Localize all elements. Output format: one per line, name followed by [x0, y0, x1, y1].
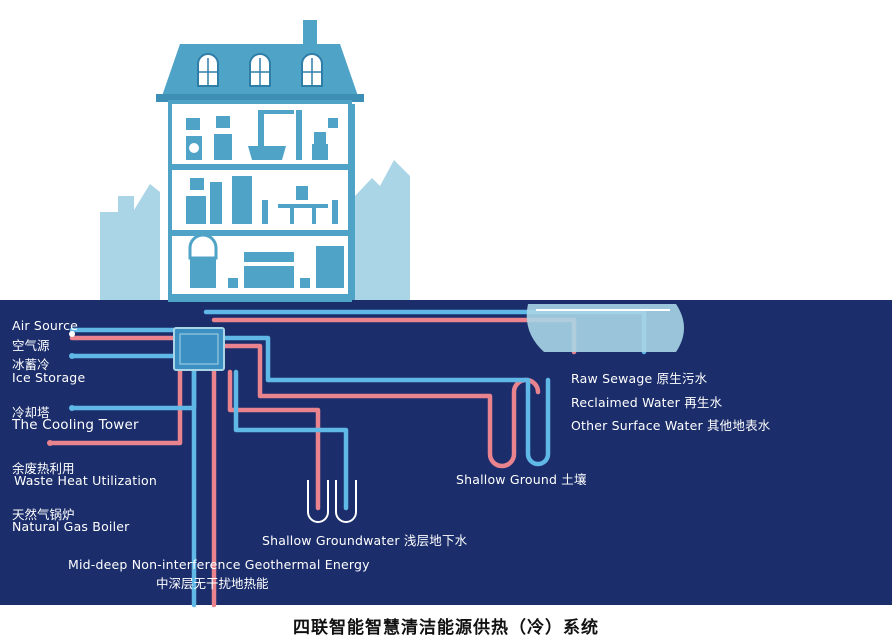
- geothermal-label-cn: 中深层无干扰地热能: [156, 576, 269, 591]
- waste-heat-label-en: Waste Heat Utilization: [14, 473, 157, 488]
- cooling-tower-label-cn: 冷却塔: [12, 405, 50, 420]
- reclaimed-water-label: Reclaimed Water 再生水: [571, 395, 723, 410]
- surface-water-label: Other Surface Water 其他地表水: [571, 418, 771, 433]
- gas-boiler-label-en: Natural Gas Boiler: [12, 519, 130, 534]
- cold-pipes: [69, 309, 647, 608]
- background-building-right: [355, 160, 410, 300]
- source-connectors: [47, 331, 75, 446]
- background-building-left: [100, 184, 160, 300]
- ice-storage-label-cn: 冰蓄冷: [12, 357, 50, 372]
- heat-pump-unit: [173, 327, 225, 371]
- shallow-groundwater-label: Shallow Groundwater 浅层地下水: [262, 533, 468, 548]
- water-basin: [526, 304, 684, 352]
- cooling-tower-label-en: The Cooling Tower: [12, 417, 139, 433]
- air-source-label-cn: 空气源: [12, 338, 50, 353]
- ice-storage-label-en: Ice Storage: [12, 370, 86, 385]
- geothermal-label-en: Mid-deep Non-interference Geothermal Ene…: [68, 557, 370, 572]
- house: [156, 20, 364, 302]
- waste-heat-label-cn: 余废热利用: [12, 461, 75, 476]
- shallow-ground-label: Shallow Ground 土壤: [456, 472, 587, 487]
- gas-boiler-label-cn: 天然气锅炉: [12, 507, 75, 522]
- diagram-caption: 四联智能智慧清洁能源供热（冷）系统: [293, 618, 599, 638]
- air-source-label-en: Air Source: [12, 318, 79, 333]
- underground-area: [0, 300, 892, 605]
- raw-sewage-label: Raw Sewage 原生污水: [571, 371, 708, 386]
- groundwater-well-cold: [335, 480, 357, 523]
- groundwater-well-hot: [307, 480, 329, 523]
